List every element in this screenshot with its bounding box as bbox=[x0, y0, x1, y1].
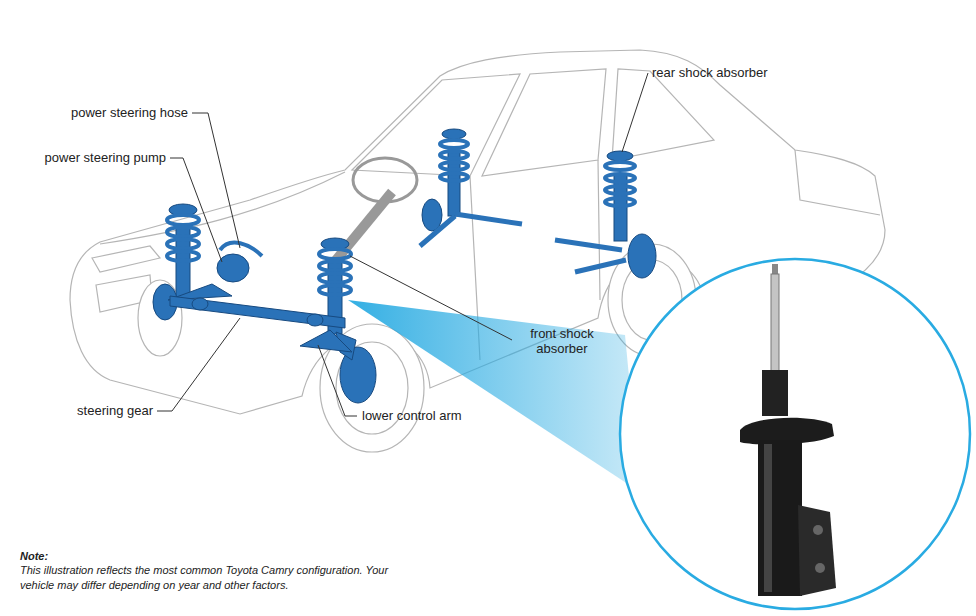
main-tube bbox=[758, 440, 802, 596]
coil bbox=[167, 215, 199, 225]
coil bbox=[605, 198, 635, 206]
zoom-beam bbox=[348, 300, 640, 492]
coil bbox=[319, 285, 351, 295]
leader-line bbox=[622, 73, 648, 152]
coil bbox=[605, 186, 635, 194]
rear-arm bbox=[555, 240, 626, 272]
coil bbox=[440, 173, 468, 181]
brake-rotor bbox=[422, 199, 442, 231]
leader-line bbox=[157, 318, 240, 411]
suspension-parts bbox=[153, 129, 656, 403]
note-heading: Note: bbox=[20, 549, 120, 564]
part-label: lower control arm bbox=[362, 408, 562, 423]
shock-absorber bbox=[740, 264, 836, 596]
leader-line bbox=[350, 256, 512, 340]
leader-lines bbox=[157, 73, 648, 416]
coil bbox=[319, 261, 351, 271]
coil-spring bbox=[440, 140, 468, 181]
coil bbox=[440, 162, 468, 170]
coil bbox=[605, 162, 635, 170]
strut-mount bbox=[607, 151, 633, 161]
part-label: front shock absorber bbox=[512, 326, 612, 356]
headlight bbox=[92, 246, 160, 272]
far-front-wheel bbox=[138, 280, 182, 356]
coil bbox=[605, 174, 635, 182]
coil-spring bbox=[167, 215, 199, 261]
front-side-window bbox=[482, 69, 606, 176]
coil bbox=[167, 227, 199, 237]
trunk-line bbox=[795, 150, 880, 215]
part-label: steering gear bbox=[0, 403, 153, 418]
coil-spring bbox=[605, 162, 635, 206]
note-text: This illustration reflects the most comm… bbox=[20, 563, 404, 593]
car-body bbox=[70, 50, 885, 452]
leader-line bbox=[318, 345, 357, 416]
brake-rotor bbox=[628, 234, 656, 278]
tube-highlight bbox=[764, 444, 772, 592]
coil bbox=[319, 249, 351, 259]
strut-mount bbox=[442, 129, 466, 139]
rear-arm bbox=[420, 214, 522, 246]
leader-line bbox=[170, 158, 222, 262]
part-label: power steering pump bbox=[0, 150, 166, 165]
rack-boot bbox=[192, 298, 208, 310]
upper-body bbox=[762, 370, 788, 416]
bracket-hole bbox=[813, 525, 823, 535]
inset-circle bbox=[620, 259, 970, 609]
steering-rack bbox=[170, 296, 345, 328]
part-label: power steering hose bbox=[18, 105, 188, 120]
hood-line bbox=[100, 172, 345, 244]
part-label: rear shock absorber bbox=[652, 65, 852, 80]
mount-bracket bbox=[798, 505, 836, 596]
coil bbox=[167, 239, 199, 249]
control-arm bbox=[300, 330, 352, 352]
steering-column bbox=[332, 192, 392, 265]
coil bbox=[440, 140, 468, 148]
power-steering-hose bbox=[220, 243, 262, 256]
leader-line bbox=[192, 113, 240, 248]
power-steering-pump bbox=[217, 254, 249, 282]
bracket-hole bbox=[815, 563, 825, 573]
coil-spring bbox=[319, 249, 351, 295]
coil bbox=[440, 151, 468, 159]
rear-side-window bbox=[612, 69, 714, 160]
coil bbox=[319, 273, 351, 283]
coil bbox=[167, 251, 199, 261]
rack-boot bbox=[307, 314, 323, 326]
piston-rod bbox=[771, 274, 779, 374]
